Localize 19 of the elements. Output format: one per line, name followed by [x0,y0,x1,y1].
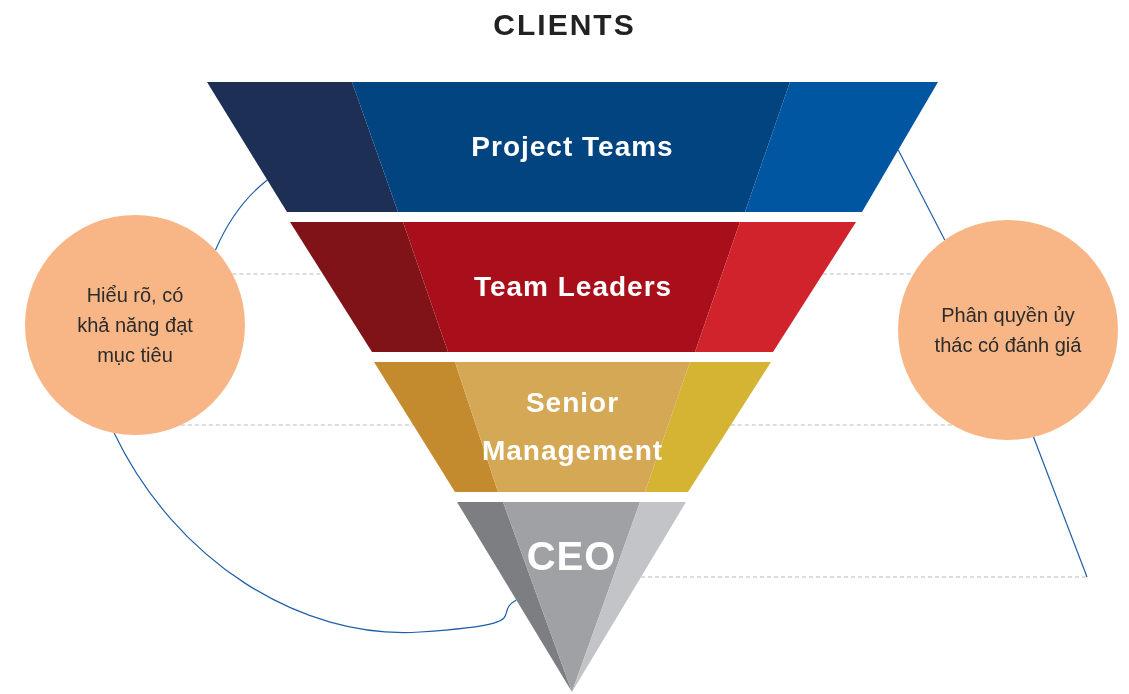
connector-line [897,149,946,241]
tier-label: CEO [526,534,617,578]
funnel-tier [457,502,686,692]
connector-line [730,424,954,426]
connector-line [822,273,914,275]
connector-line [640,576,1088,578]
tier-label: Senior Management [480,386,665,468]
funnel-tier [290,222,856,352]
circle-label: Hiểu rõ, có khả năng đạt mục tiêu [76,283,194,368]
funnel-tier [207,82,938,212]
connector-line [180,424,414,426]
tier-label: Project Teams [471,131,674,162]
connector-line [1032,436,1088,578]
funnel-tier [374,362,771,492]
diagram-title: CLIENTS [492,8,637,42]
connector-line [214,179,268,251]
tier-label: Team Leaders [473,271,673,302]
circle-label: Phân quyền ủy thác có đánh giá [933,303,1083,358]
connector-line [113,432,517,633]
